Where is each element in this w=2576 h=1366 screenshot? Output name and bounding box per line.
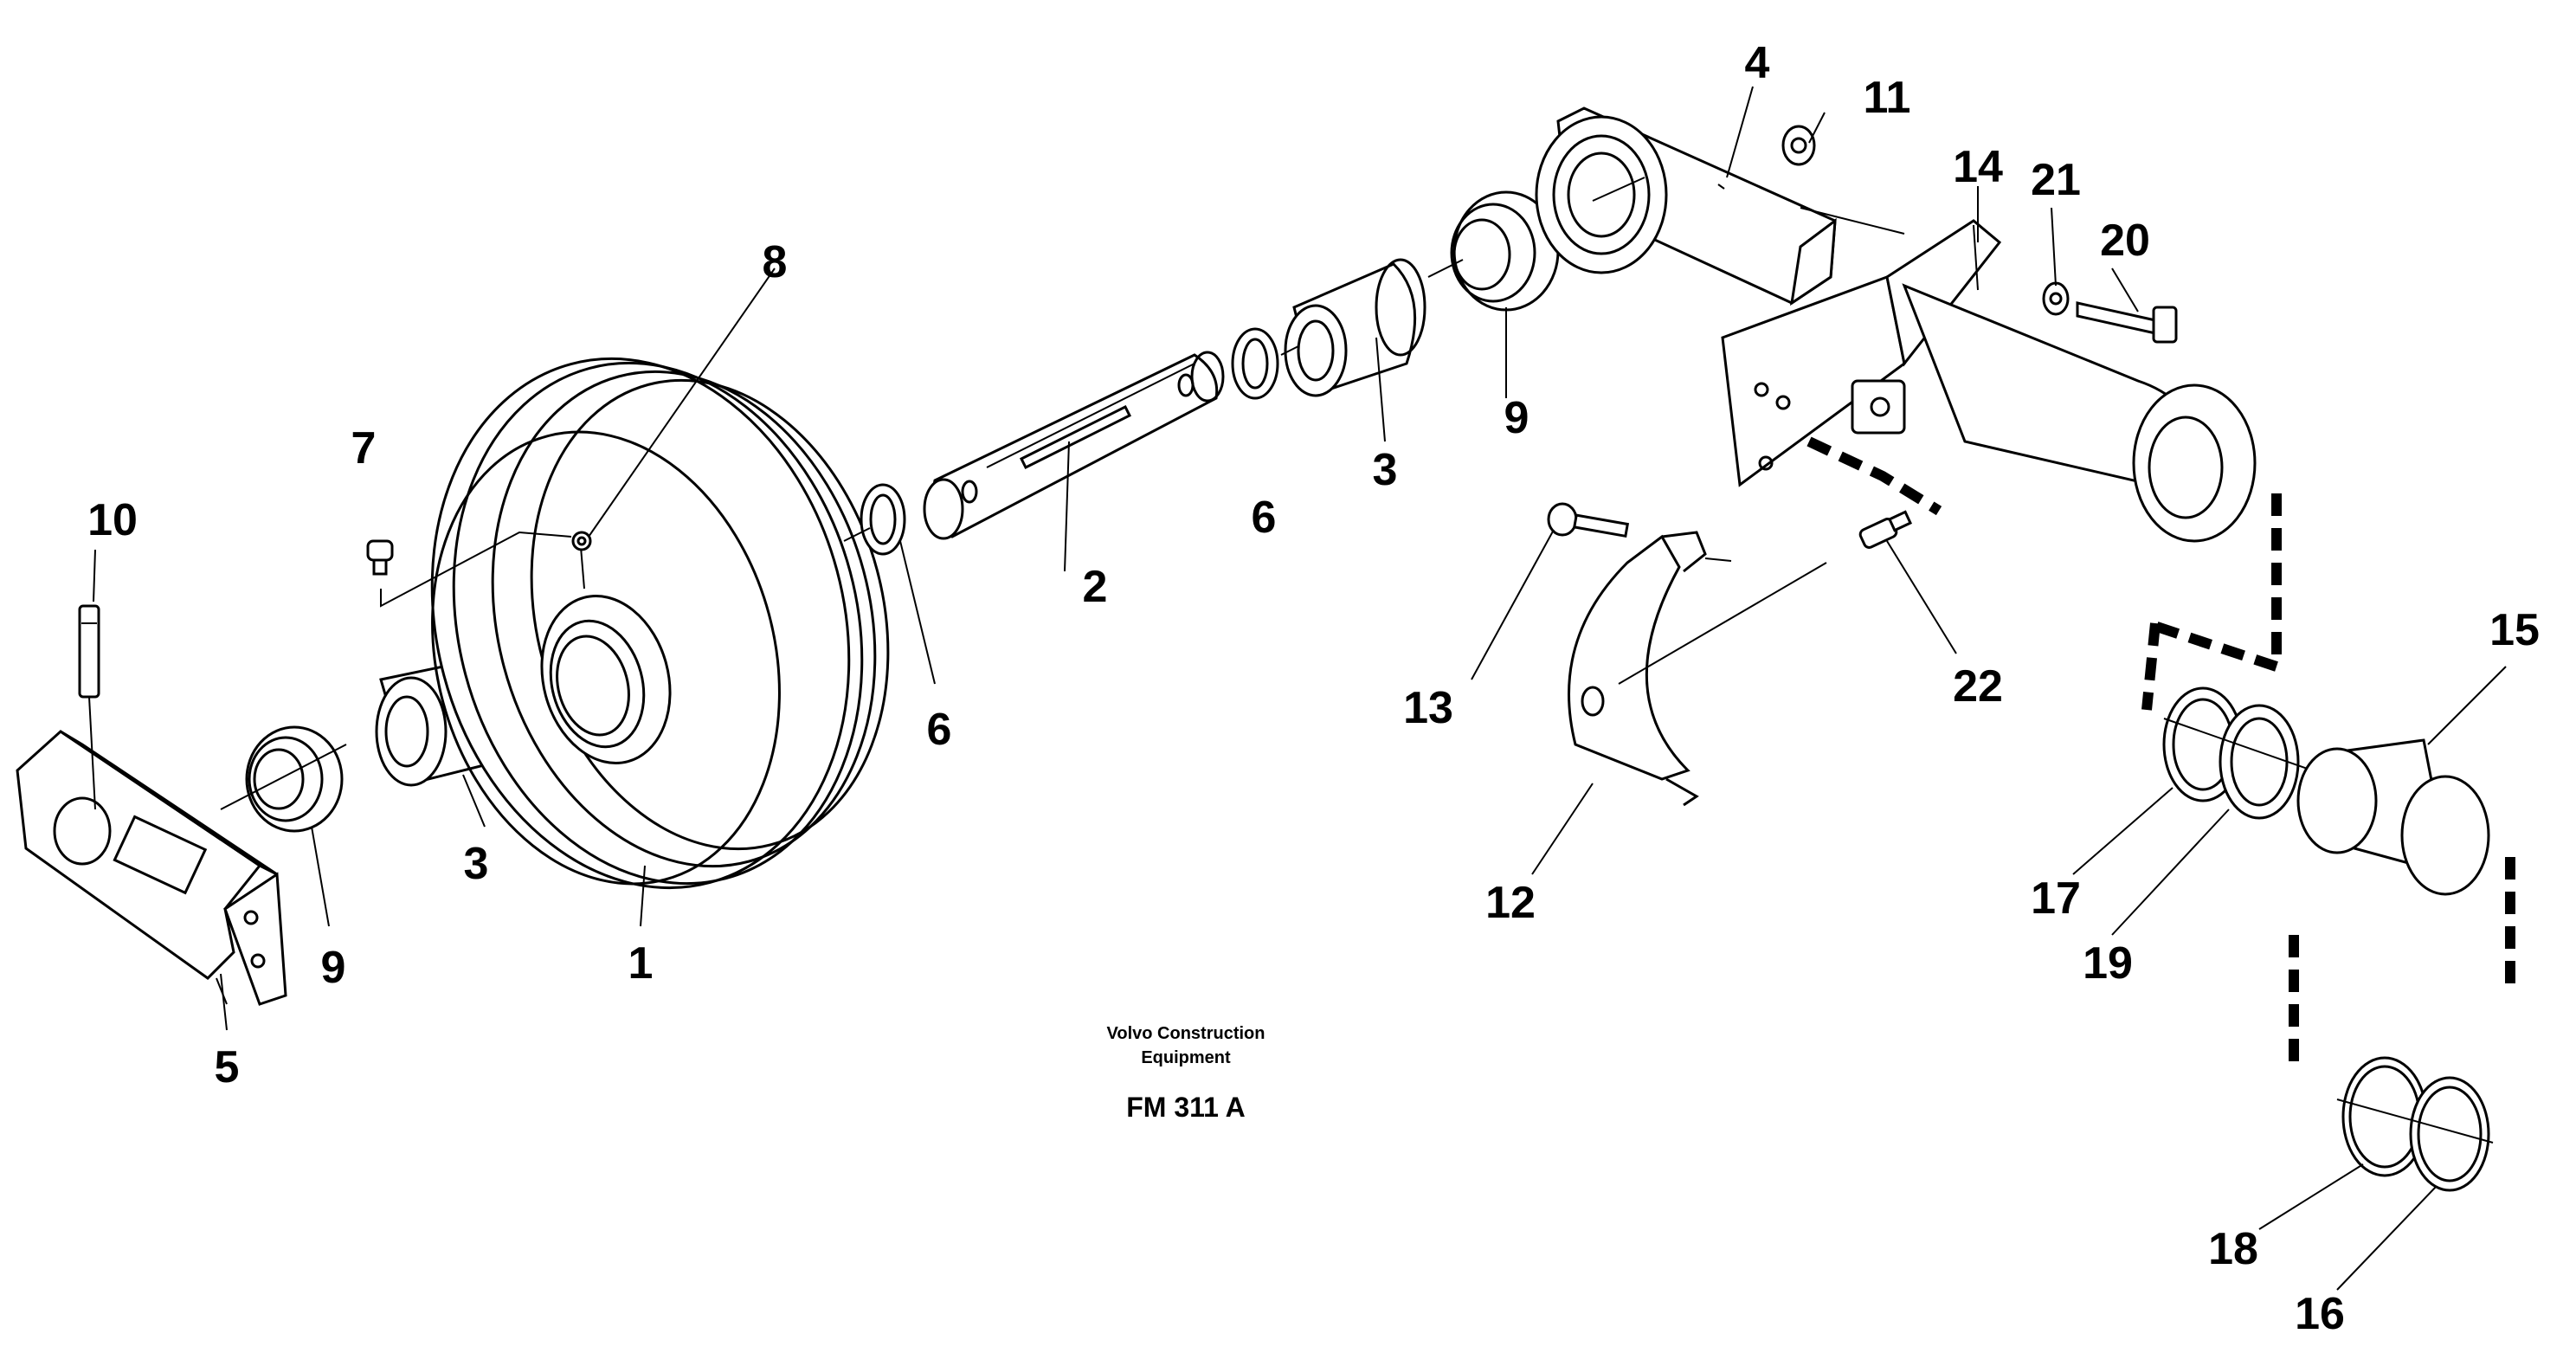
- part-ring-6-left: [843, 483, 906, 556]
- callouts: 1 2 3 3 4 5 6 6 7 8 9 9 10 11 12 13 14 1…: [87, 38, 2540, 1339]
- callout-9-right: 9: [1504, 393, 1530, 443]
- part-plug-7: [366, 531, 572, 608]
- part-washer-21: [2042, 281, 2070, 316]
- caption-line2: Equipment: [1141, 1048, 1231, 1067]
- caption: Volvo Construction Equipment FM 311 A: [1107, 1024, 1265, 1123]
- callout-6-left: 6: [927, 705, 952, 755]
- callout-13: 13: [1403, 683, 1453, 733]
- callout-12: 12: [1485, 878, 1536, 928]
- part-cylinder-14: [1721, 219, 2257, 543]
- part-ring-6-right: [1231, 327, 1279, 400]
- callout-17: 17: [2031, 873, 2081, 924]
- callout-7: 7: [351, 423, 377, 474]
- callout-3-right: 3: [1373, 445, 1398, 495]
- part-shaft-2: [923, 351, 1225, 540]
- callout-4: 4: [1745, 38, 1770, 88]
- part-bolt-13: [1547, 502, 1630, 538]
- part-clamp-12: [1568, 531, 1827, 807]
- part-bracket-5: [16, 730, 287, 1006]
- callout-20: 20: [2100, 216, 2150, 266]
- dashed-leaders: [1806, 436, 2515, 1065]
- callout-6-right: 6: [1252, 493, 1277, 543]
- part-seal-9-left: [220, 725, 347, 833]
- callout-8: 8: [763, 237, 788, 287]
- part-pin-10: [78, 604, 100, 810]
- callout-22: 22: [1953, 661, 2003, 712]
- part-nut-11: [1781, 125, 1816, 166]
- callout-18: 18: [2208, 1224, 2258, 1274]
- part-plug-8: [571, 531, 592, 551]
- part-piston-15: [2296, 738, 2490, 896]
- callout-2: 2: [1083, 562, 1108, 612]
- leader-lines: [93, 86, 2507, 1291]
- callout-11: 11: [1864, 73, 1911, 123]
- callout-1: 1: [628, 938, 654, 989]
- callout-9-left: 9: [321, 943, 346, 993]
- part-snap-ring-16: [2336, 1076, 2494, 1192]
- part-bushing-3-right: [1280, 258, 1426, 397]
- callout-14: 14: [1953, 142, 2003, 192]
- callout-5: 5: [215, 1042, 240, 1092]
- callout-19: 19: [2083, 938, 2133, 989]
- callout-16: 16: [2295, 1289, 2345, 1339]
- part-grease-nipple-22: [1858, 510, 1913, 549]
- caption-code: FM 311 A: [1126, 1092, 1246, 1123]
- callout-10: 10: [87, 495, 138, 545]
- part-housing-4: [1535, 106, 1905, 306]
- part-bolt-20: [2076, 301, 2178, 344]
- callout-21: 21: [2031, 155, 2081, 205]
- caption-line1: Volvo Construction: [1107, 1024, 1265, 1043]
- callout-15: 15: [2489, 605, 2540, 655]
- callout-3-left: 3: [464, 839, 489, 889]
- part-idler-wheel-1: [430, 357, 890, 890]
